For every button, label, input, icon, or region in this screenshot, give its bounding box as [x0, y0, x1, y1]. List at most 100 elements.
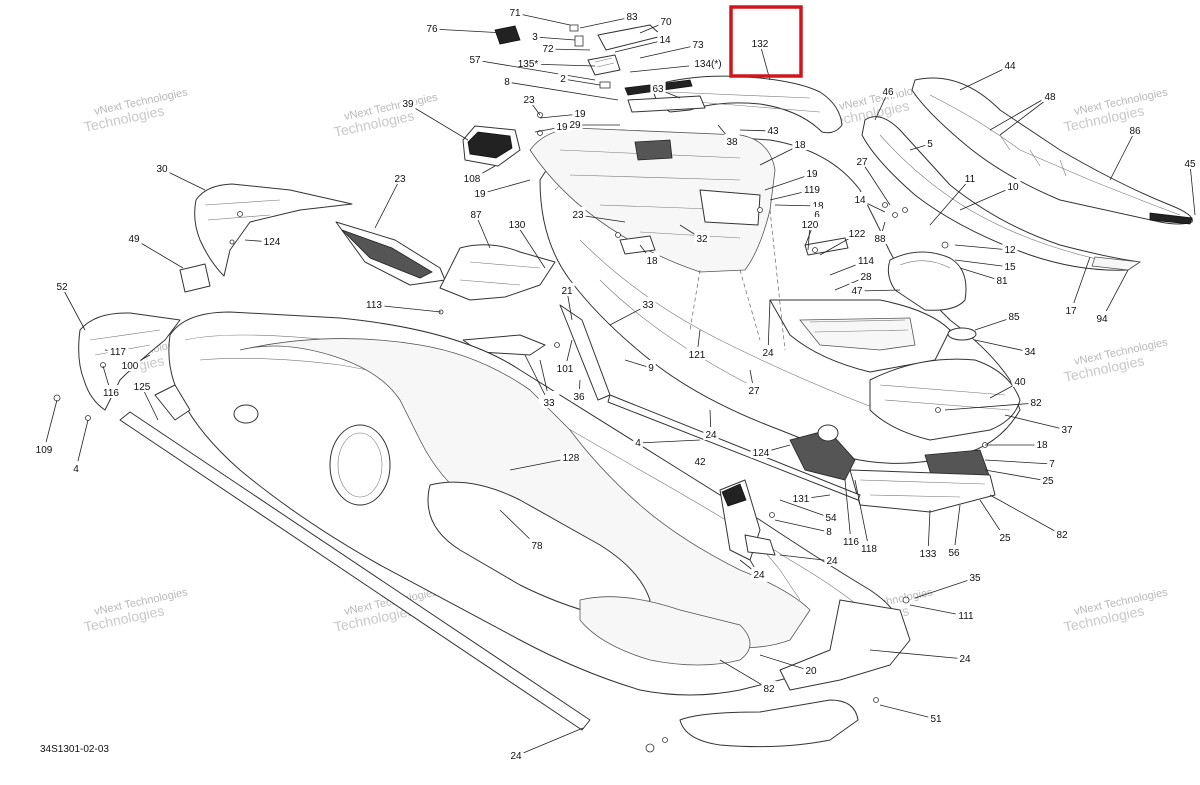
callout-number[interactable]: 28: [860, 272, 872, 283]
callout-number[interactable]: 3: [532, 32, 538, 43]
callout-number[interactable]: 108: [464, 174, 481, 185]
callout-number[interactable]: 128: [563, 453, 580, 464]
callout-number[interactable]: 39: [402, 99, 414, 110]
callout-number[interactable]: 87: [470, 210, 482, 221]
callout-number[interactable]: 83: [626, 12, 638, 23]
callout-number[interactable]: 132: [752, 39, 769, 50]
callout-number[interactable]: 72: [542, 44, 554, 55]
callout-number[interactable]: 44: [1004, 61, 1016, 72]
callout-number[interactable]: 119: [804, 185, 820, 196]
callout-number[interactable]: 56: [948, 548, 960, 559]
callout-number[interactable]: 24: [762, 348, 774, 359]
callout-number[interactable]: 114: [858, 256, 874, 267]
callout-number[interactable]: 30: [156, 164, 168, 175]
callout-number[interactable]: 94: [1096, 314, 1108, 325]
callout-number[interactable]: 6: [814, 210, 820, 221]
callout-number[interactable]: 14: [854, 195, 866, 206]
callout-number[interactable]: 7: [1049, 459, 1055, 470]
callout-number[interactable]: 78: [531, 541, 543, 552]
callout-number[interactable]: 4: [73, 464, 79, 475]
callout-number[interactable]: 101: [557, 364, 574, 375]
callout-number[interactable]: 116: [843, 537, 859, 548]
callout-number[interactable]: 54: [825, 513, 837, 524]
callout-number[interactable]: 12: [1004, 245, 1016, 256]
callout-number[interactable]: 130: [509, 220, 526, 231]
callout-number[interactable]: 8: [826, 527, 832, 538]
callout-number[interactable]: 18: [794, 140, 806, 151]
callout-number[interactable]: 23: [394, 174, 406, 185]
callout-number[interactable]: 47: [851, 286, 863, 297]
callout-number[interactable]: 124: [264, 237, 281, 248]
callout-number[interactable]: 124: [753, 448, 770, 459]
callout-number[interactable]: 88: [874, 234, 886, 245]
callout-number[interactable]: 52: [56, 282, 68, 293]
callout-number[interactable]: 122: [849, 229, 866, 240]
callout-number[interactable]: 76: [426, 24, 438, 35]
callout-number[interactable]: 14: [659, 35, 671, 46]
callout-number[interactable]: 33: [543, 398, 555, 409]
callout-number[interactable]: 63: [652, 84, 664, 95]
callout-number[interactable]: 116: [103, 388, 119, 399]
callout-number[interactable]: 121: [689, 350, 706, 361]
callout-number[interactable]: 11: [965, 174, 976, 185]
callout-number[interactable]: 118: [861, 544, 877, 555]
callout-number[interactable]: 38: [726, 137, 738, 148]
callout-number[interactable]: 70: [660, 17, 672, 28]
callout-number[interactable]: 27: [856, 157, 868, 168]
callout-number[interactable]: 29: [569, 120, 581, 131]
callout-number[interactable]: 24: [959, 654, 971, 665]
callout-number[interactable]: 82: [1056, 530, 1068, 541]
callout-number[interactable]: 57: [469, 55, 481, 66]
callout-number[interactable]: 17: [1065, 306, 1077, 317]
callout-number[interactable]: 24: [705, 430, 717, 441]
callout-number[interactable]: 23: [523, 95, 535, 106]
callout-number[interactable]: 32: [696, 234, 708, 245]
callout-number[interactable]: 82: [763, 684, 775, 695]
callout-number[interactable]: 18: [812, 201, 824, 212]
callout-number[interactable]: 86: [1129, 126, 1141, 137]
callout-number[interactable]: 71: [509, 8, 521, 19]
callout-number[interactable]: 135*: [518, 59, 539, 70]
callout-number[interactable]: 19: [574, 109, 586, 120]
callout-number[interactable]: 5: [927, 139, 933, 150]
callout-number[interactable]: 133: [920, 549, 937, 560]
callout-number[interactable]: 81: [996, 276, 1008, 287]
callout-number[interactable]: 43: [767, 126, 779, 137]
callout-number[interactable]: 15: [1004, 262, 1016, 273]
callout-number[interactable]: 36: [573, 392, 585, 403]
callout-number[interactable]: 25: [999, 533, 1011, 544]
callout-number[interactable]: 18: [646, 256, 658, 267]
callout-number[interactable]: 100: [122, 361, 139, 372]
callout-number[interactable]: 120: [802, 220, 819, 231]
callout-number[interactable]: 18: [1036, 440, 1048, 451]
callout-number[interactable]: 24: [826, 556, 838, 567]
callout-number[interactable]: 109: [36, 445, 53, 456]
callout-number[interactable]: 35: [969, 573, 981, 584]
callout-number[interactable]: 40: [1014, 377, 1026, 388]
callout-number[interactable]: 19: [806, 169, 818, 180]
callout-number[interactable]: 45: [1184, 159, 1196, 170]
callout-number[interactable]: 134(*): [694, 59, 721, 70]
callout-number[interactable]: 51: [930, 714, 942, 725]
callout-number[interactable]: 4: [635, 438, 641, 449]
callout-number[interactable]: 37: [1061, 425, 1073, 436]
callout-number[interactable]: 8: [504, 77, 510, 88]
callout-number[interactable]: 2: [560, 74, 566, 85]
callout-number[interactable]: 82: [1030, 398, 1042, 409]
callout-number[interactable]: 24: [753, 570, 765, 581]
callout-number[interactable]: 34: [1024, 347, 1036, 358]
callout-number[interactable]: 10: [1007, 182, 1019, 193]
callout-number[interactable]: 117: [110, 347, 126, 358]
callout-number[interactable]: 85: [1008, 312, 1020, 323]
callout-number[interactable]: 9: [648, 363, 654, 374]
callout-number[interactable]: 20: [805, 666, 817, 677]
callout-number[interactable]: 49: [128, 234, 140, 245]
callout-number[interactable]: 111: [958, 611, 974, 622]
callout-number[interactable]: 24: [510, 751, 522, 762]
callout-number[interactable]: 46: [882, 87, 894, 98]
callout-number[interactable]: 19: [474, 189, 486, 200]
callout-number[interactable]: 73: [692, 40, 704, 51]
callout-number[interactable]: 131: [793, 494, 810, 505]
callout-number[interactable]: 27: [748, 386, 760, 397]
callout-number[interactable]: 23: [572, 210, 584, 221]
